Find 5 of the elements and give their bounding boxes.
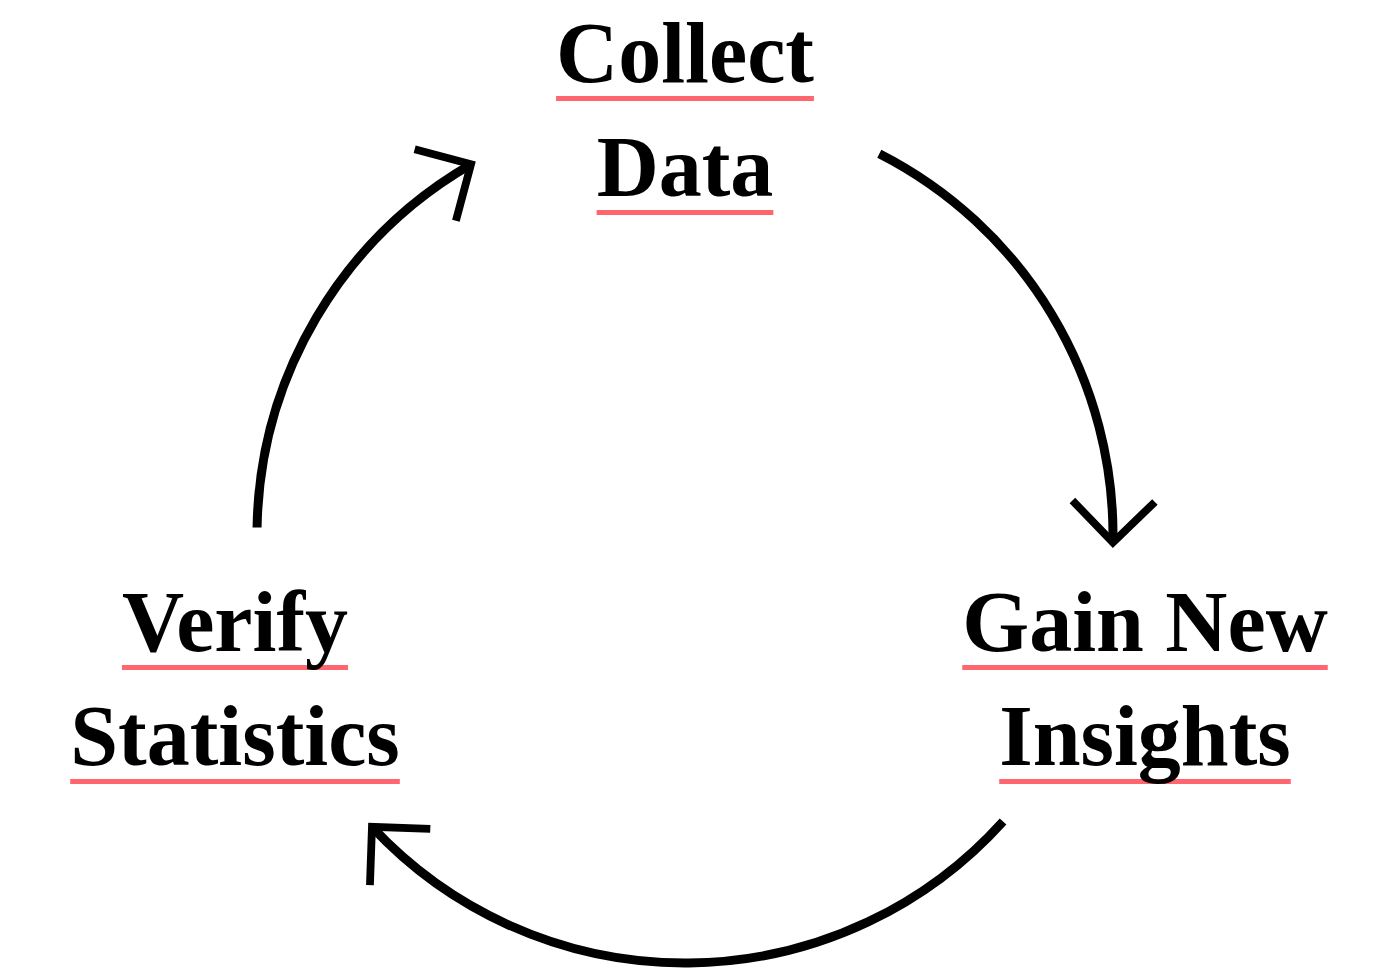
arrow — [368, 818, 1007, 967]
step-label: Verify Statistics — [70, 574, 400, 784]
step-label: Gain New Insights — [962, 574, 1328, 784]
arrow — [877, 149, 1157, 547]
step-label: Collect Data — [556, 5, 814, 215]
